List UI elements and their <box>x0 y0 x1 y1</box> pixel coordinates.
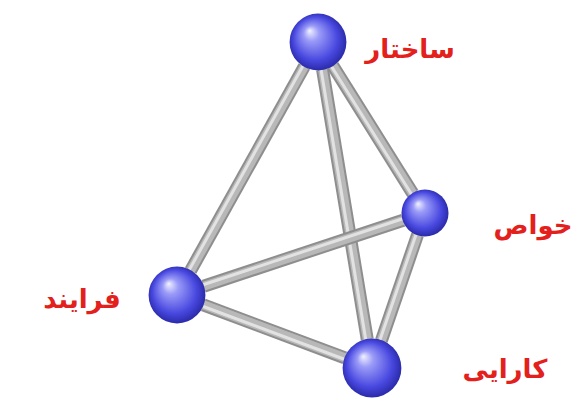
vertex-sphere: ساختار <box>289 13 347 71</box>
rod-connector <box>203 219 403 286</box>
vertex-label: کارایی <box>463 354 548 385</box>
rod-connector <box>321 70 367 340</box>
vertex-label: ساختار <box>365 34 454 65</box>
sphere-shape <box>342 338 402 398</box>
sphere-shape <box>401 189 449 237</box>
sphere-shape <box>148 266 206 324</box>
vertex-sphere: خواص <box>401 189 449 237</box>
rod-connector <box>380 234 418 340</box>
rod-connector <box>189 66 304 271</box>
vertex-label: خواص <box>494 210 573 241</box>
vertex-sphere: فرایند <box>148 266 206 324</box>
vertex-label: فرایند <box>43 284 121 315</box>
rod-connector <box>203 305 345 359</box>
sphere-shape <box>289 13 347 71</box>
vertex-sphere: کارایی <box>342 338 402 398</box>
